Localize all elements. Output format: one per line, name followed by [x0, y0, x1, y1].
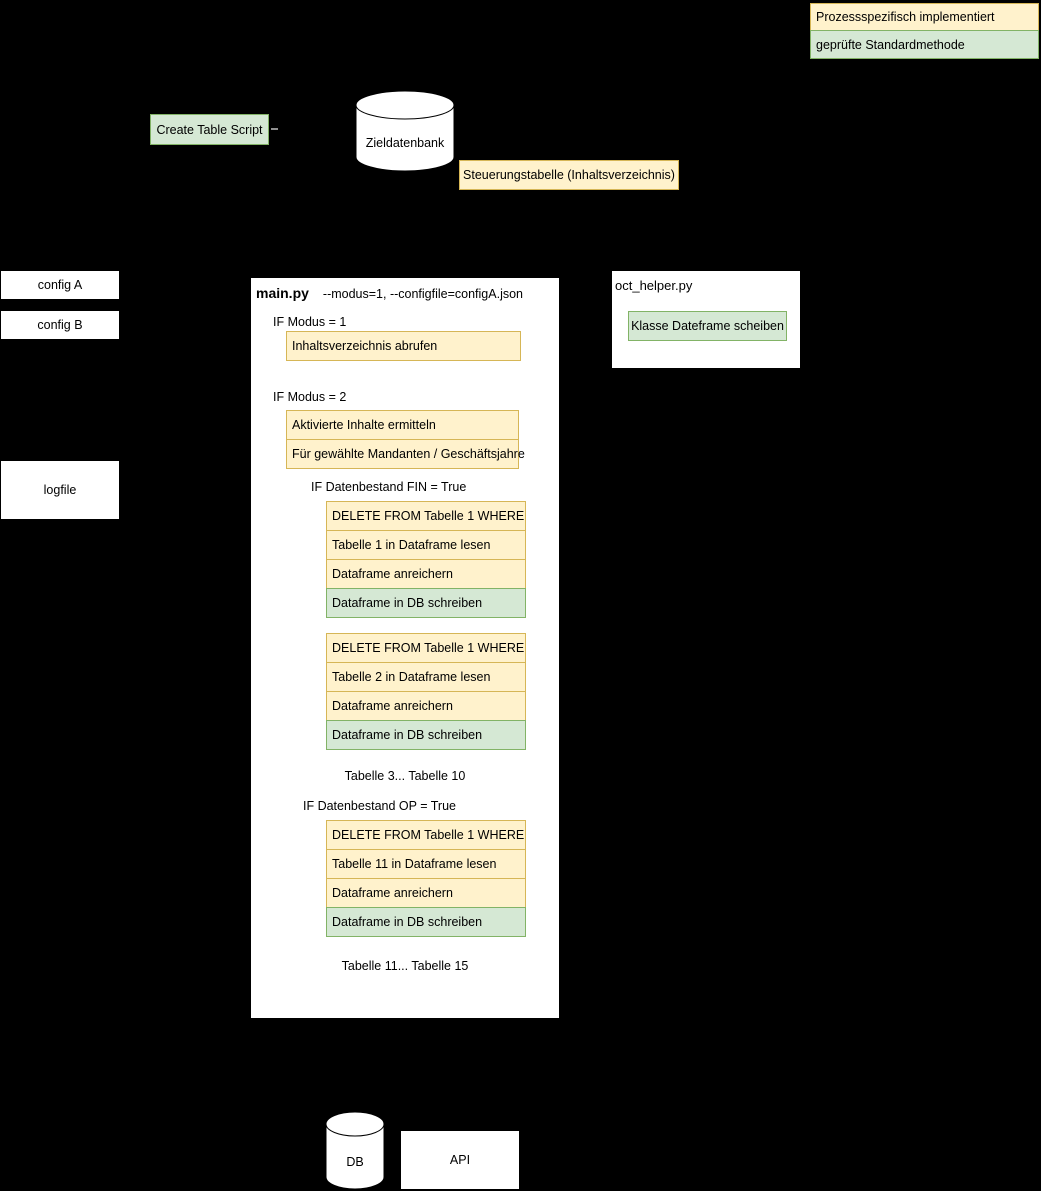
modus-1-step-box: Inhaltsverzeichnis abrufen: [286, 331, 521, 361]
control-table-box: Steuerungstabelle (Inhaltsverzeichnis): [459, 160, 679, 190]
stack-row: DELETE FROM Tabelle 1 WHERE: [326, 820, 526, 850]
logfile-box: logfile: [0, 460, 120, 520]
fin-more-tables-note: Tabelle 3... Tabelle 10: [344, 769, 466, 783]
stack-row: Dataframe anreichern: [326, 559, 526, 589]
modus-2-step: Aktivierte Inhalte ermitteln: [286, 410, 519, 440]
stack-row: Tabelle 2 in Dataframe lesen: [326, 662, 526, 692]
stack-row: Dataframe in DB schreiben: [326, 720, 526, 750]
modus-2-step: Für gewählte Mandanten / Geschäftsjahre: [286, 439, 525, 469]
helper-module-title: oct_helper.py: [615, 278, 693, 293]
stack-row: Dataframe in DB schreiben: [326, 907, 526, 937]
fin-stack-2: DELETE FROM Tabelle 1 WHERE Tabelle 2 in…: [326, 633, 526, 750]
stack-row: Dataframe in DB schreiben: [326, 588, 526, 618]
if-op-label: IF Datenbestand OP = True: [303, 799, 456, 813]
op-more-tables-note: Tabelle 11... Tabelle 15: [341, 959, 469, 973]
stack-row: Dataframe anreichern: [326, 691, 526, 721]
config-b-box: config B: [0, 310, 120, 340]
modus-2-steps-stack: Aktivierte Inhalte ermitteln Für gewählt…: [286, 410, 525, 469]
stack-row: Tabelle 1 in Dataframe lesen: [326, 530, 526, 560]
stack-row: DELETE FROM Tabelle 1 WHERE: [326, 633, 526, 663]
stack-row: Tabelle 11 in Dataframe lesen: [326, 849, 526, 879]
db-label: DB: [346, 1155, 364, 1169]
main-module-container: main.py --modus=1, --configfile=configA.…: [250, 277, 560, 1019]
target-database-cylinder-icon: [355, 90, 455, 172]
main-module-header: main.py --modus=1, --configfile=configA.…: [256, 285, 523, 301]
stack-row: Dataframe anreichern: [326, 878, 526, 908]
main-module-args: --modus=1, --configfile=configA.json: [322, 287, 524, 301]
connector-stub: [271, 128, 278, 130]
db-cylinder-icon: [325, 1111, 385, 1190]
create-table-script-box: Create Table Script: [150, 114, 269, 145]
legend-process: Prozessspezifisch implementiert: [810, 3, 1039, 31]
api-box: API: [400, 1130, 520, 1190]
main-module-title: main.py: [256, 285, 309, 301]
stack-row: DELETE FROM Tabelle 1 WHERE: [326, 501, 526, 531]
helper-module-container: oct_helper.py Klasse Dateframe scheiben: [611, 270, 801, 369]
config-a-box: config A: [0, 270, 120, 300]
if-fin-label: IF Datenbestand FIN = True: [311, 480, 467, 494]
helper-method-box: Klasse Dateframe scheiben: [628, 311, 787, 341]
op-stack: DELETE FROM Tabelle 1 WHERE Tabelle 11 i…: [326, 820, 526, 937]
legend-standard: geprüfte Standardmethode: [810, 30, 1039, 59]
if-modus-2-label: IF Modus = 2: [273, 390, 347, 404]
fin-stack-1: DELETE FROM Tabelle 1 WHERE Tabelle 1 in…: [326, 501, 526, 618]
if-modus-1-label: IF Modus = 1: [273, 315, 347, 329]
target-database-label: Zieldatenbank: [365, 136, 445, 150]
